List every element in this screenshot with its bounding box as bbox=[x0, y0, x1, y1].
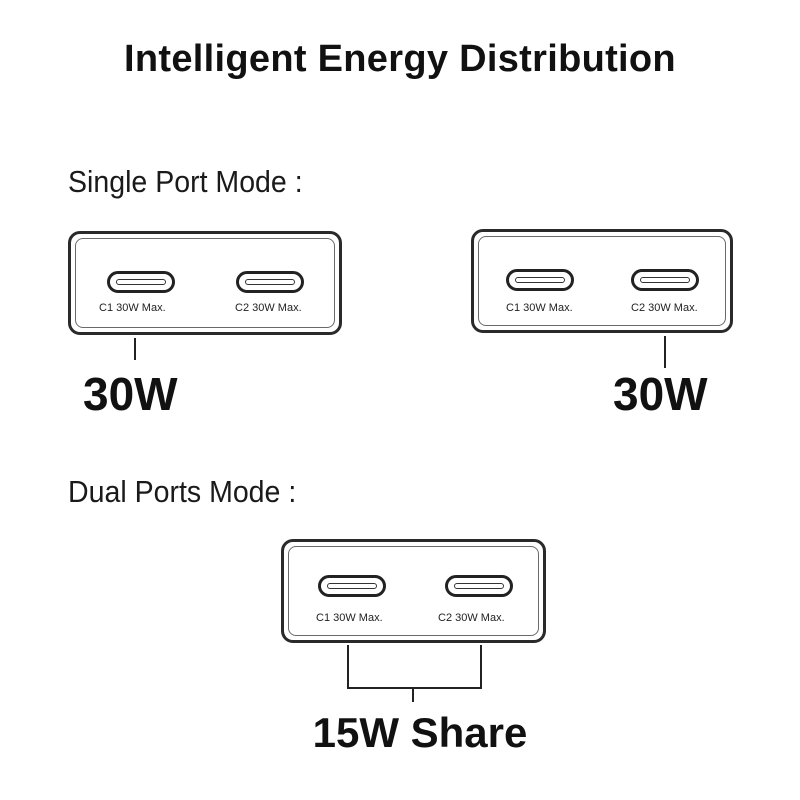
single-mode-left-device: C1 30W Max. C2 30W Max. bbox=[68, 231, 342, 335]
port-c2-label: C2 30W Max. bbox=[235, 302, 302, 314]
usb-c-port-icon bbox=[506, 269, 574, 291]
device-inner-frame bbox=[75, 238, 335, 328]
left-output-wattage: 30W bbox=[83, 368, 178, 420]
right-output-connector bbox=[664, 336, 666, 368]
bracket-bottom bbox=[347, 687, 482, 689]
usb-c-port-icon bbox=[236, 271, 304, 293]
left-output-connector bbox=[134, 338, 136, 360]
dual-ports-mode-heading: Dual Ports Mode : bbox=[68, 474, 297, 509]
port-c2-label: C2 30W Max. bbox=[631, 302, 698, 314]
usb-c-port-icon bbox=[318, 575, 386, 597]
usb-c-port-icon bbox=[107, 271, 175, 293]
bracket-right-leg bbox=[480, 645, 482, 689]
bracket-stem bbox=[412, 689, 414, 702]
port-c1-label: C1 30W Max. bbox=[316, 612, 383, 624]
page-title: Intelligent Energy Distribution bbox=[124, 38, 676, 80]
usb-c-port-icon bbox=[445, 575, 513, 597]
single-port-mode-heading: Single Port Mode : bbox=[68, 164, 303, 199]
device-inner-frame bbox=[288, 546, 539, 636]
port-c2-label: C2 30W Max. bbox=[438, 612, 505, 624]
usb-c-port-icon bbox=[631, 269, 699, 291]
bracket-left-leg bbox=[347, 645, 349, 689]
dual-mode-device: C1 30W Max. C2 30W Max. bbox=[281, 539, 546, 643]
port-c1-label: C1 30W Max. bbox=[99, 302, 166, 314]
dual-output-wattage: 15W Share bbox=[312, 709, 528, 756]
right-output-wattage: 30W bbox=[613, 368, 708, 420]
single-mode-right-device: C1 30W Max. C2 30W Max. bbox=[471, 229, 733, 333]
device-inner-frame bbox=[478, 236, 726, 326]
port-c1-label: C1 30W Max. bbox=[506, 302, 573, 314]
